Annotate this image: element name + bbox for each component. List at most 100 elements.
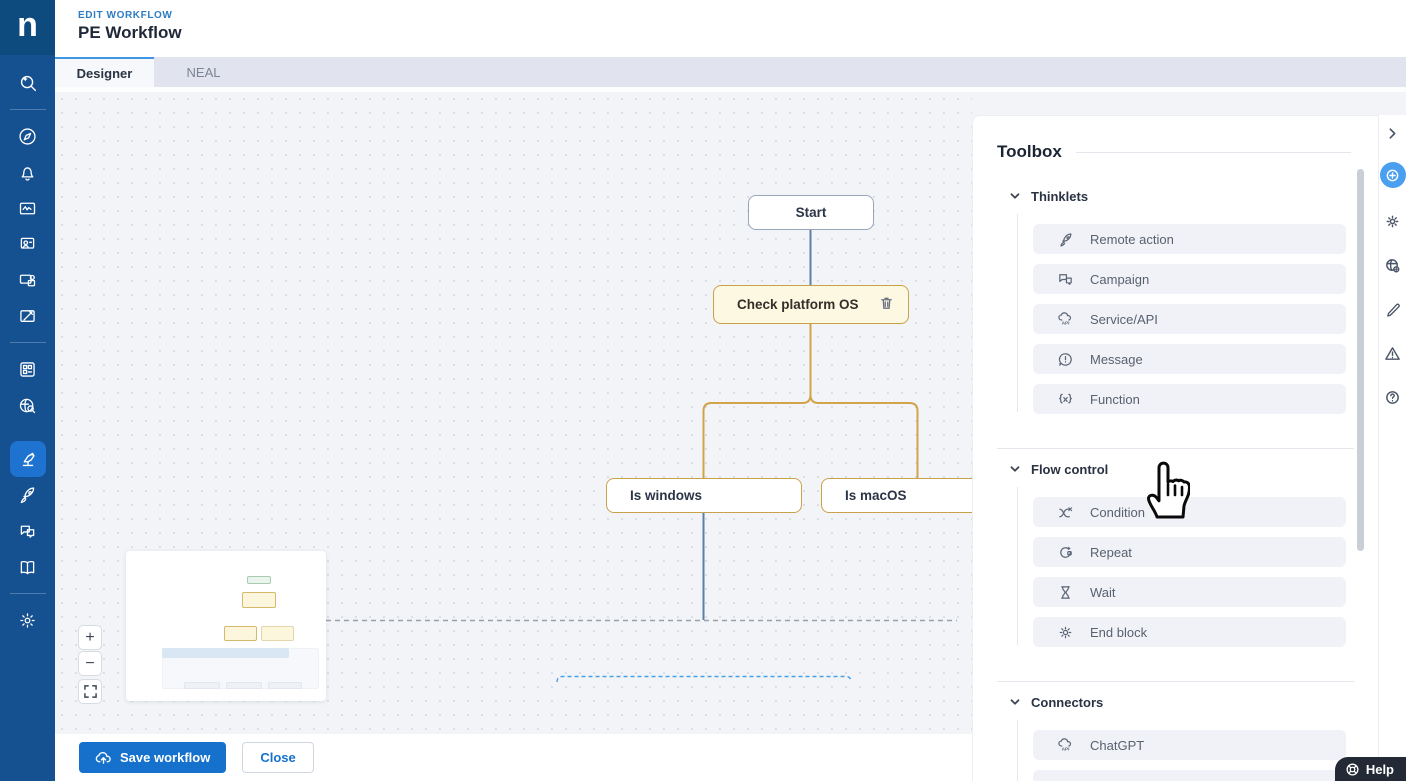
node-check-platform-os[interactable]: Check platform OS <box>713 285 909 324</box>
minimap-gray-shape <box>268 682 302 689</box>
section-divider <box>997 448 1354 449</box>
tool-item-chatgpt[interactable]: API ChatGPT <box>1033 730 1346 760</box>
remote-support-icon[interactable] <box>10 226 46 262</box>
save-workflow-button[interactable]: Save workflow <box>79 742 227 773</box>
section-indent-guide <box>1017 720 1018 781</box>
minimap-check-node <box>242 592 276 608</box>
lifebuoy-icon <box>1346 763 1359 775</box>
tool-item-repeat[interactable]: Repeat <box>1033 537 1346 567</box>
editor-boards-icon[interactable] <box>10 298 46 334</box>
help-circle-button[interactable] <box>1379 383 1406 411</box>
minimap-gray-shape <box>184 682 220 689</box>
section-divider <box>997 681 1354 682</box>
global-settings-button[interactable] <box>1379 251 1406 279</box>
warnings-button[interactable] <box>1379 339 1406 367</box>
apps-grid-icon[interactable] <box>10 351 46 387</box>
minimap[interactable] <box>126 551 326 701</box>
svg-text:API: API <box>1062 320 1070 326</box>
rocket-icon <box>1060 232 1072 247</box>
workflow-canvas[interactable]: Start Check platform OS Is windows Is ma… <box>55 92 972 734</box>
section-thinklets-header[interactable]: Thinklets <box>1009 188 1378 204</box>
chevron-down-icon <box>1010 466 1020 472</box>
hand-cursor-icon <box>1147 461 1190 519</box>
global-search-icon[interactable] <box>10 387 46 423</box>
gear-icon <box>1059 626 1072 638</box>
edit-workflow-eyebrow: EDIT WORKFLOW <box>78 10 173 21</box>
tool-item-wait[interactable]: Wait <box>1033 577 1346 607</box>
dashboard-compass-icon[interactable] <box>10 118 46 154</box>
repeat-icon <box>1060 545 1072 558</box>
function-braces-icon <box>1059 393 1072 403</box>
tool-item-campaign[interactable]: Campaign <box>1033 264 1346 294</box>
tab-strip: Designer NEAL <box>55 57 1406 87</box>
edit-pencil-button[interactable] <box>1379 295 1406 323</box>
tool-item-remote-action[interactable]: Remote action <box>1033 224 1346 254</box>
add-circle-icon <box>1379 162 1406 188</box>
zoom-in-button[interactable]: + <box>78 625 102 650</box>
globe-gear-icon <box>1386 258 1400 272</box>
right-icon-strip <box>1378 115 1406 781</box>
page-title: PE Workflow <box>78 23 182 42</box>
page-header: EDIT WORKFLOW PE Workflow <box>55 0 1406 57</box>
cloud-api-icon: API <box>1058 311 1072 326</box>
sidebar-item-active-automation[interactable] <box>9 441 46 477</box>
fit-view-button[interactable] <box>78 679 102 704</box>
cloud-api-icon: API <box>1058 737 1072 752</box>
rocket-icon[interactable] <box>10 477 46 513</box>
cloud-upload-icon <box>95 751 111 764</box>
settings-gear-icon[interactable] <box>10 602 46 638</box>
node-is-windows[interactable]: Is windows <box>606 478 802 513</box>
section-connectors: Connectors API ChatGPT <box>973 694 1378 781</box>
chevron-down-icon <box>1010 699 1020 705</box>
delete-node-icon[interactable] <box>879 295 894 314</box>
minimap-highlight-row <box>162 648 289 658</box>
notifications-bell-icon[interactable] <box>10 154 46 190</box>
section-indent-guide <box>1017 487 1018 645</box>
tool-item-end-block[interactable]: End block <box>1033 617 1346 647</box>
tool-item-condition[interactable]: Condition <box>1033 497 1346 527</box>
toolbox-scrollbar[interactable] <box>1357 169 1364 551</box>
hourglass-icon <box>1061 585 1070 599</box>
close-button[interactable]: Close <box>242 742 314 773</box>
minimap-windows-node <box>224 626 257 641</box>
workflow-edges <box>326 230 957 683</box>
toolbox-panel: Toolbox Thinklets Remote action <box>972 115 1378 781</box>
fit-view-icon <box>83 685 97 698</box>
toolbox-title-rule <box>1075 151 1351 153</box>
minimap-macos-node <box>261 626 294 641</box>
message-bubble-icon <box>1058 352 1072 366</box>
help-button[interactable]: Help <box>1334 757 1406 781</box>
ai-search-icon[interactable] <box>10 65 46 101</box>
question-circle-icon <box>1386 390 1399 404</box>
tool-item-message[interactable]: Message <box>1033 344 1346 374</box>
section-connectors-header[interactable]: Connectors <box>1009 694 1378 710</box>
node-is-macos[interactable]: Is macOS <box>821 478 972 513</box>
toolbox-title: Toolbox <box>997 142 1062 161</box>
pencil-icon <box>1386 303 1400 317</box>
chevron-right-icon <box>1389 127 1396 139</box>
tab-neal[interactable]: NEAL <box>186 64 221 80</box>
section-indent-guide <box>1017 214 1018 412</box>
tool-item-service-api[interactable]: API Service/API <box>1033 304 1346 334</box>
workflow-settings-button[interactable] <box>1379 207 1406 235</box>
monitoring-icon[interactable] <box>10 190 46 226</box>
documentation-book-icon[interactable] <box>10 549 46 585</box>
ninja-logo[interactable]: n <box>0 0 55 55</box>
chat-icon[interactable] <box>10 513 46 549</box>
collapse-panel-button[interactable] <box>1379 119 1406 147</box>
add-node-button[interactable] <box>1379 161 1406 189</box>
footer-bar: Save workflow Close <box>55 734 972 781</box>
gear-icon <box>1386 215 1399 227</box>
tool-item-partial[interactable] <box>1033 770 1346 781</box>
main-sidebar: n <box>0 0 55 781</box>
section-thinklets: Thinklets Remote action Campaign API Ser… <box>973 188 1378 414</box>
tab-designer[interactable]: Designer <box>55 57 154 87</box>
section-flow-control: Flow control Condition Repeat Wait <box>973 461 1378 647</box>
zoom-out-button[interactable]: − <box>78 651 102 676</box>
devices-icon[interactable] <box>10 262 46 298</box>
node-start[interactable]: Start <box>748 195 874 230</box>
zoom-controls: + − <box>78 625 102 704</box>
tool-item-function[interactable]: Function <box>1033 384 1346 414</box>
section-flow-control-header[interactable]: Flow control <box>1009 461 1378 477</box>
